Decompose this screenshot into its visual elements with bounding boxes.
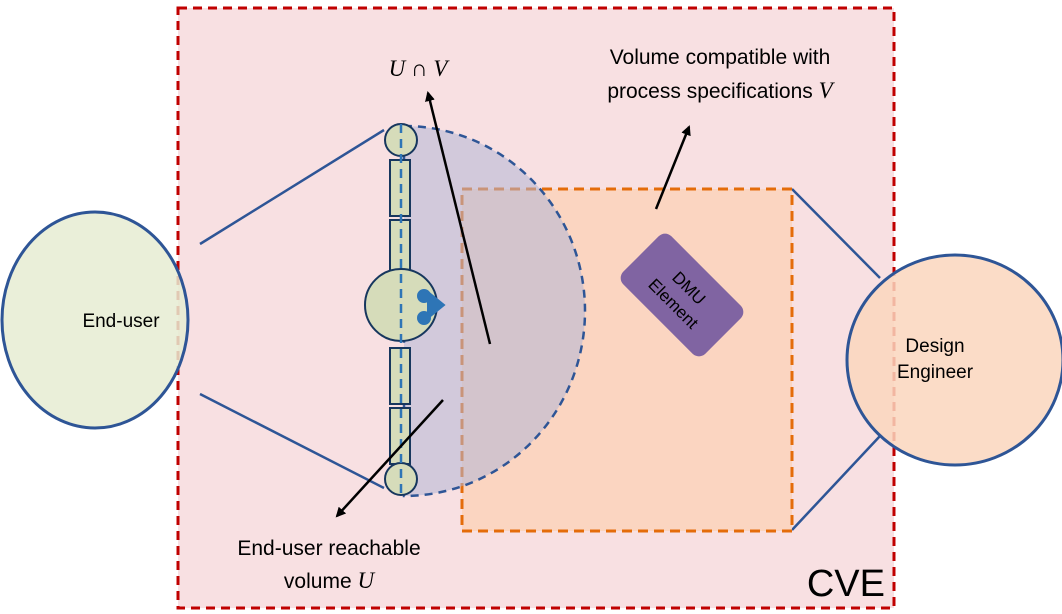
manikin-eye bbox=[417, 311, 431, 325]
manikin-eye bbox=[417, 289, 431, 303]
intersection-label: U ∩ V bbox=[389, 56, 451, 81]
dmu-element: DMU Element bbox=[620, 233, 744, 357]
end-user-label: End-user bbox=[82, 311, 160, 332]
cve-label: CVE bbox=[807, 563, 885, 605]
volume-v-arrow bbox=[654, 125, 691, 210]
volume-v-symbol: V bbox=[819, 78, 836, 103]
reachable-symbol: U bbox=[357, 568, 375, 593]
manikin-segment bbox=[389, 347, 411, 405]
reachable-label-line1: End-user reachable bbox=[237, 537, 420, 560]
intersection-arrow bbox=[425, 91, 492, 345]
engineer-top-link bbox=[791, 188, 881, 279]
end-user-node bbox=[0, 210, 190, 430]
volume-v-label-line1: Volume compatible with bbox=[610, 46, 831, 69]
manikin-pointer bbox=[427, 289, 446, 321]
end-user-top-link bbox=[199, 128, 385, 246]
design-engineer-node bbox=[845, 253, 1062, 467]
design-engineer-label-line1: Design bbox=[905, 336, 964, 357]
reachable-volume-u bbox=[402, 124, 587, 498]
engineer-bottom-link bbox=[791, 435, 881, 531]
reachable-arrow bbox=[335, 399, 444, 518]
design-engineer-label-line2: Engineer bbox=[897, 362, 974, 383]
reachable-label-line2: volume U bbox=[284, 568, 376, 593]
manikin-figure bbox=[364, 123, 446, 496]
volume-v-label-line2: process specifications V bbox=[607, 78, 835, 103]
end-user-bottom-link bbox=[199, 392, 385, 490]
